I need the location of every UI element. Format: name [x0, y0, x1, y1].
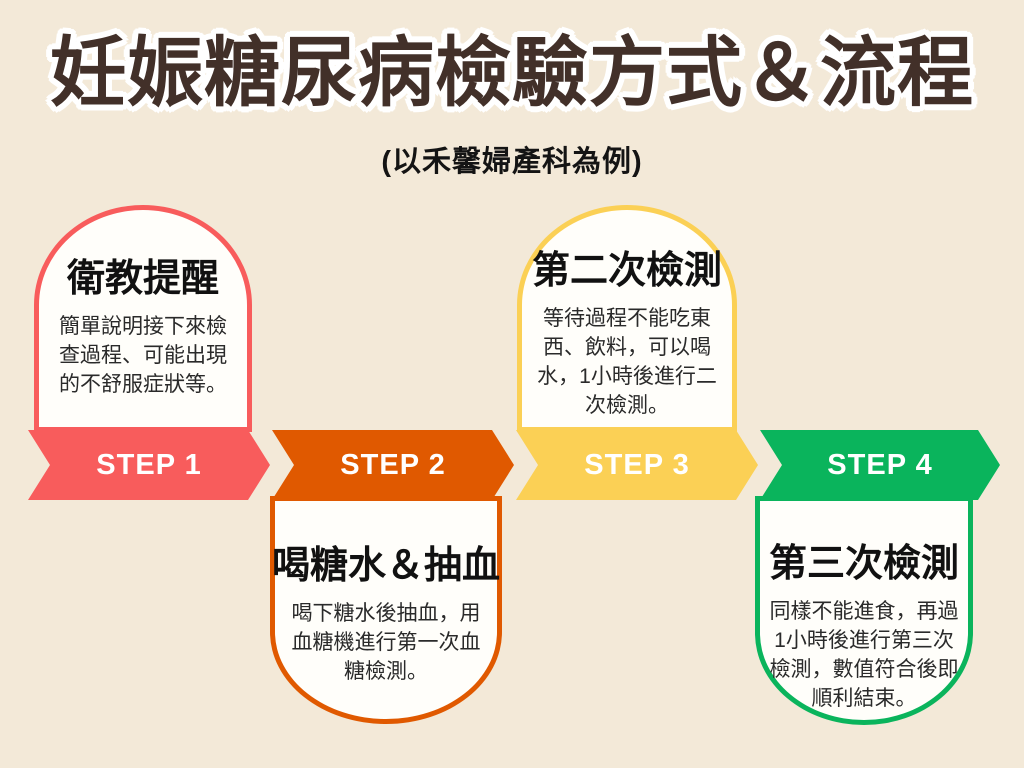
step-3-card-title: 第二次檢測 [531, 250, 722, 292]
step-3-label: STEP 3 [584, 448, 690, 481]
step-1-ribbon: STEP 1 [28, 430, 270, 500]
step-2-label: STEP 2 [340, 448, 446, 481]
step-4-card: 第三次檢測 同樣不能進食，再過1小時後進行第三次檢測，數值符合後即順利結束。 [755, 496, 973, 725]
step-4-card-body: 同樣不能進食，再過1小時後進行第三次檢測，數值符合後即順利結束。 [769, 599, 959, 710]
step-1-card: 衛教提醒 簡單說明接下來檢查過程、可能出現的不舒服症狀等。 [34, 205, 252, 432]
step-3-ribbon: STEP 3 [516, 430, 758, 500]
step-2-ribbon: STEP 2 [272, 430, 514, 500]
step-1-label: STEP 1 [96, 448, 202, 481]
step-2-card: 喝糖水＆抽血 喝下糖水後抽血，用血糖機進行第一次血糖檢測。 [270, 496, 502, 724]
step-4-label: STEP 4 [827, 448, 933, 481]
step-3-card-body: 等待過程不能吃東西、飲料，可以喝水，1小時後進行二次檢測。 [537, 306, 717, 417]
step-4-ribbon: STEP 4 [760, 430, 1000, 500]
step-2-card-body: 喝下糖水後抽血，用血糖機進行第一次血糖檢測。 [291, 601, 481, 683]
step-1-card-title: 衛教提醒 [66, 258, 219, 300]
step-4-card-title: 第三次檢測 [768, 543, 959, 585]
step-3-card: 第二次檢測 等待過程不能吃東西、飲料，可以喝水，1小時後進行二次檢測。 [517, 205, 737, 432]
step-1-card-body: 簡單說明接下來檢查過程、可能出現的不舒服症狀等。 [59, 314, 227, 396]
page-title: 妊娠糖尿病檢驗方式＆流程 [50, 31, 974, 116]
step-2-card-title: 喝糖水＆抽血 [272, 545, 501, 587]
page-subtitle: (以禾馨婦產科為例) [381, 146, 643, 178]
